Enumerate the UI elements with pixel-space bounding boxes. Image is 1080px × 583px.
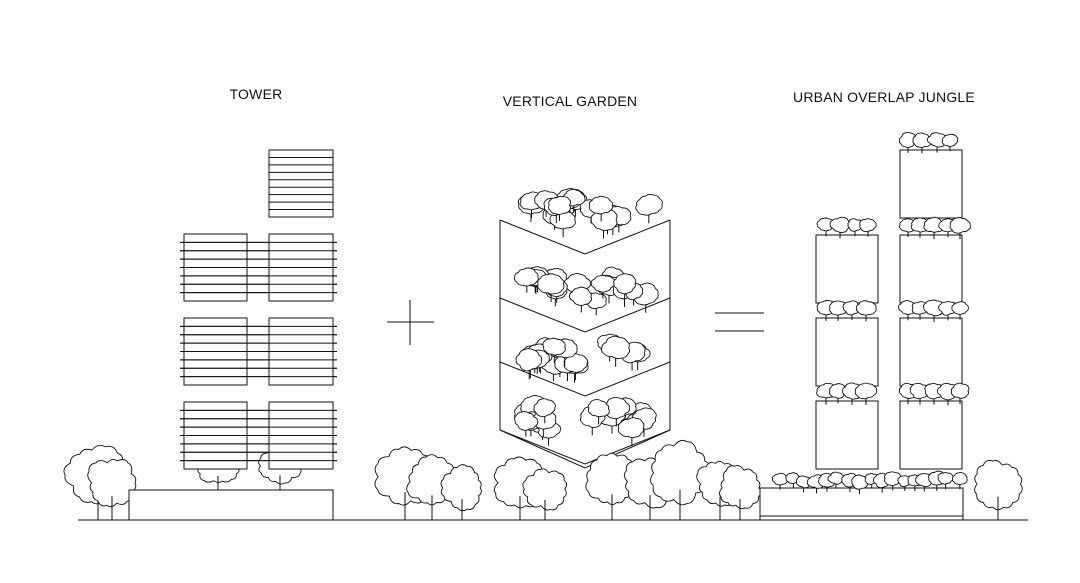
canopy	[829, 300, 848, 321]
tower-drawing	[63, 149, 337, 521]
tree	[522, 468, 568, 520]
canopy	[926, 132, 948, 153]
tower-title: TOWER	[230, 86, 283, 102]
jungle-box	[815, 400, 879, 470]
canopy	[851, 474, 869, 495]
canopy	[923, 216, 946, 239]
canopy	[829, 216, 850, 239]
canopy	[828, 383, 847, 404]
canopy	[923, 299, 945, 323]
vertical-garden-canopies	[513, 188, 663, 446]
floor-block	[268, 149, 334, 218]
equals-operator	[715, 312, 764, 332]
tree	[87, 458, 137, 520]
canopy	[937, 472, 954, 490]
jungle-box	[815, 234, 879, 304]
canopy	[912, 132, 933, 154]
urban-overlap-jungle-drawing	[759, 131, 1023, 521]
canopy	[951, 471, 968, 490]
jungle-podium	[759, 487, 964, 521]
jungle-trees	[974, 459, 1023, 520]
canopy	[949, 217, 971, 240]
tower-podium	[128, 489, 334, 521]
canopy	[617, 417, 645, 446]
tree	[974, 459, 1023, 520]
canopy	[795, 475, 812, 493]
canopy	[915, 472, 933, 492]
tower-floor-blocks	[180, 149, 337, 470]
canopy	[587, 399, 610, 425]
canopy	[859, 218, 877, 237]
canopy	[548, 195, 572, 222]
canopy	[827, 471, 845, 489]
canopy	[854, 382, 878, 405]
canopy	[941, 133, 959, 152]
jungle-box	[899, 400, 963, 470]
urban-overlap-jungle-title: URBAN OVERLAP JUNGLE	[793, 89, 975, 105]
vertical-garden-frame	[499, 219, 671, 469]
vertical-garden-title: VERTICAL GARDEN	[503, 93, 637, 109]
tree	[440, 464, 482, 520]
canopy	[898, 131, 918, 153]
jungle-box	[899, 317, 963, 387]
canopy	[950, 382, 970, 405]
canopy	[515, 348, 543, 380]
garden-ground-trees	[374, 439, 762, 520]
tree	[650, 439, 714, 520]
canopy	[855, 300, 877, 322]
jungle-box	[815, 317, 879, 387]
canopy	[513, 267, 539, 293]
canopy	[542, 337, 566, 364]
canopy	[613, 273, 637, 300]
canopy	[514, 411, 539, 437]
jungle-box	[899, 234, 963, 304]
canopy	[533, 398, 556, 424]
canopy	[938, 301, 958, 321]
vertical-garden-drawing	[374, 188, 762, 520]
canopy	[816, 217, 835, 237]
canopy	[588, 195, 614, 222]
canopy	[847, 218, 864, 237]
tree	[585, 452, 636, 520]
canopy	[590, 274, 616, 299]
canopy	[635, 193, 663, 224]
canopy	[924, 382, 944, 405]
canopy	[569, 286, 593, 313]
jungle-canopies	[771, 131, 971, 495]
canopy	[601, 335, 631, 367]
jungle-boxes	[815, 149, 963, 470]
canopy	[951, 301, 969, 320]
canopy	[771, 472, 788, 490]
plus-operator	[387, 300, 434, 345]
canopy	[537, 273, 565, 303]
jungle-box	[899, 149, 963, 219]
canopy	[842, 300, 861, 321]
tree	[719, 465, 762, 520]
canopy	[898, 300, 917, 321]
canopy	[883, 471, 902, 491]
